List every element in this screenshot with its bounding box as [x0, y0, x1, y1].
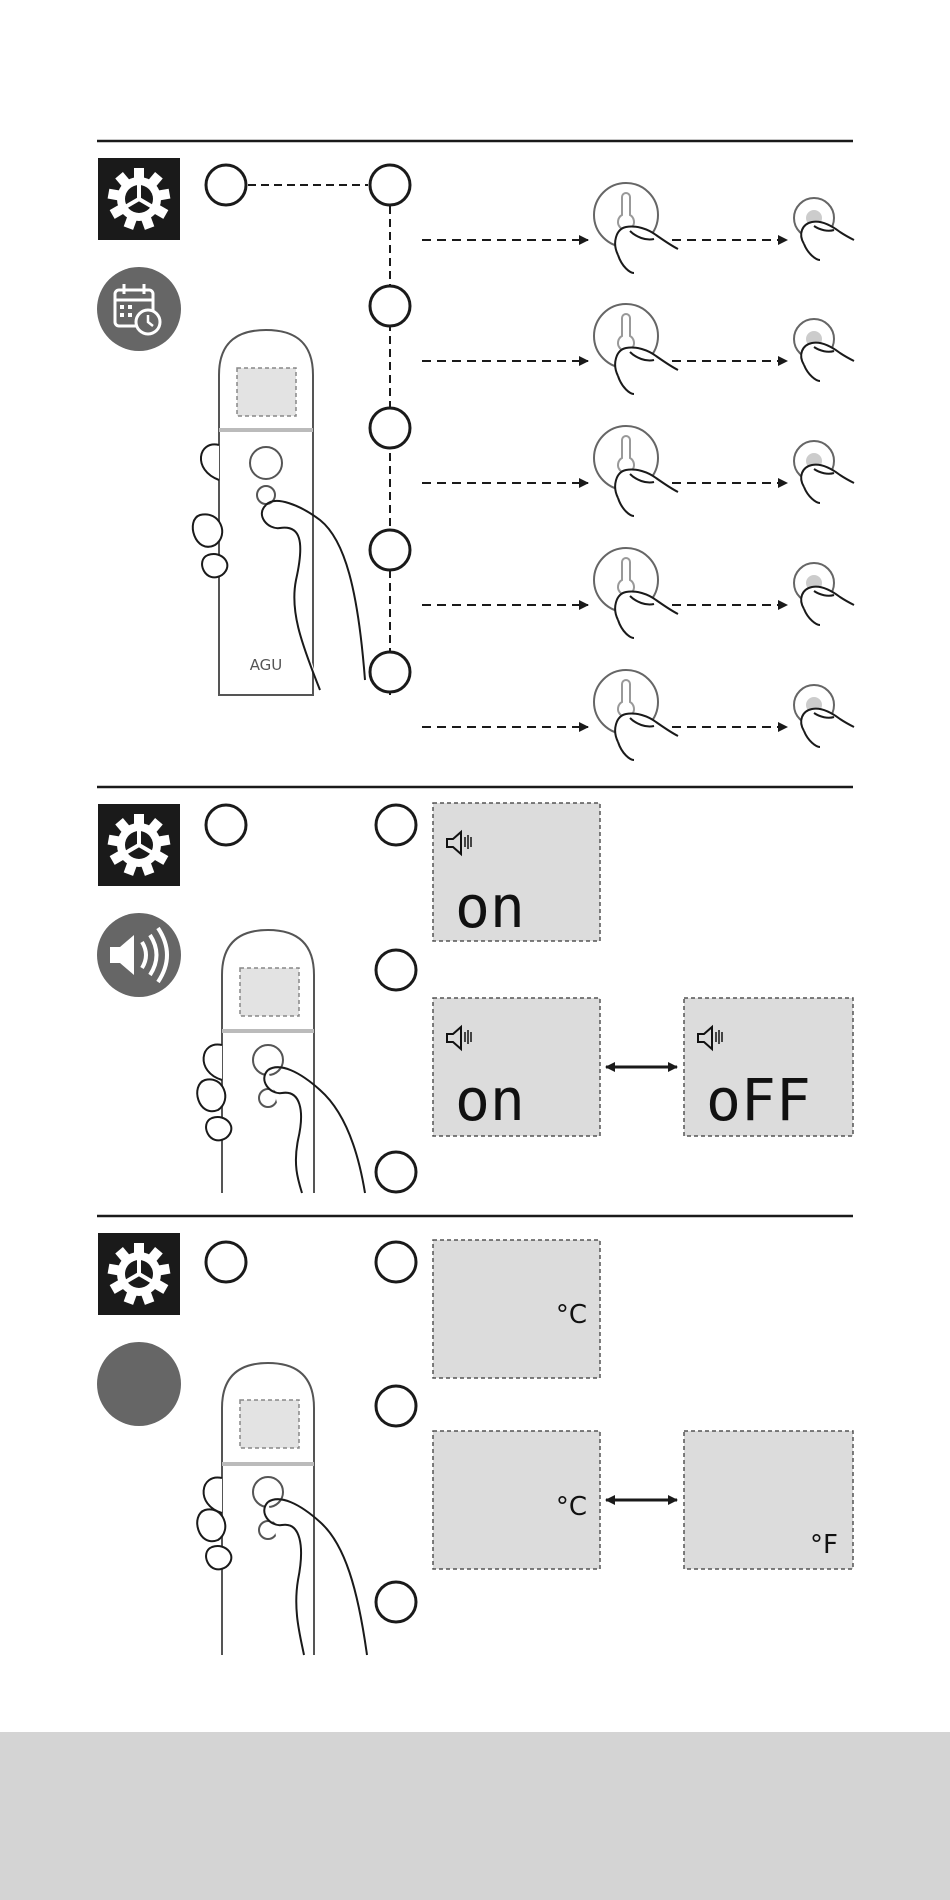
- lcd-text: on: [455, 873, 525, 941]
- step-circle: [376, 1242, 416, 1282]
- small-button-icon: [794, 441, 854, 503]
- gear-icon: [98, 804, 180, 886]
- step-circle: [376, 1386, 416, 1426]
- step-circle: [376, 1582, 416, 1622]
- thermometer-device: [197, 930, 365, 1193]
- lcd-display-celsius-toggle: °C: [433, 1431, 600, 1569]
- lcd-display-sound-on-toggle: on: [433, 998, 600, 1136]
- footer-band: [0, 1732, 950, 1900]
- unit-label: °C: [556, 1300, 587, 1330]
- thermometer-button-icon: [594, 426, 678, 516]
- unit-label: °C: [556, 1492, 587, 1522]
- section-sound: on on oFF: [97, 787, 853, 1193]
- lcd-display-sound-on: on: [433, 803, 600, 941]
- speaker-icon: [97, 913, 181, 997]
- step-circle: [376, 805, 416, 845]
- section-calendar-clock: AGU: [97, 141, 854, 760]
- thermometer-button-icon: [594, 183, 678, 273]
- step-circle: [370, 408, 410, 448]
- section-unit: °C °C °F: [97, 1216, 853, 1655]
- small-button-icon: [794, 563, 854, 625]
- small-button-icon: [794, 319, 854, 381]
- step-circle: [206, 1242, 246, 1282]
- unit-icon: [97, 1342, 181, 1426]
- step-circle: [370, 286, 410, 326]
- thermometer-device: [197, 1363, 367, 1655]
- lcd-text: on: [455, 1066, 525, 1134]
- brand-logo: AGU: [250, 656, 283, 674]
- thermometer-button-icon: [594, 304, 678, 394]
- gear-icon: [98, 1233, 180, 1315]
- thermometer-button-icon: [594, 670, 678, 760]
- gear-icon: [98, 158, 180, 240]
- lcd-display-celsius: °C: [433, 1240, 600, 1378]
- lcd-display-sound-off: oFF: [684, 998, 853, 1136]
- small-button-icon: [794, 685, 854, 747]
- step-row: [422, 304, 854, 394]
- thermometer-button-icon: [594, 548, 678, 638]
- lcd-text: oFF: [706, 1066, 811, 1134]
- step-row: [422, 670, 854, 760]
- step-circle: [206, 165, 246, 205]
- step-circle: [206, 805, 246, 845]
- step-circle: [376, 1152, 416, 1192]
- thermometer-device: AGU: [193, 330, 365, 695]
- step-circle: [370, 530, 410, 570]
- step-row: [422, 183, 854, 273]
- step-circle: [376, 950, 416, 990]
- unit-label: °F: [810, 1530, 838, 1560]
- step-row: [422, 426, 854, 516]
- small-button-icon: [794, 198, 854, 260]
- lcd-display-fahrenheit: °F: [684, 1431, 853, 1569]
- step-circle: [370, 652, 410, 692]
- step-circle: [370, 165, 410, 205]
- step-row: [422, 548, 854, 638]
- calendar-clock-icon: [97, 267, 181, 351]
